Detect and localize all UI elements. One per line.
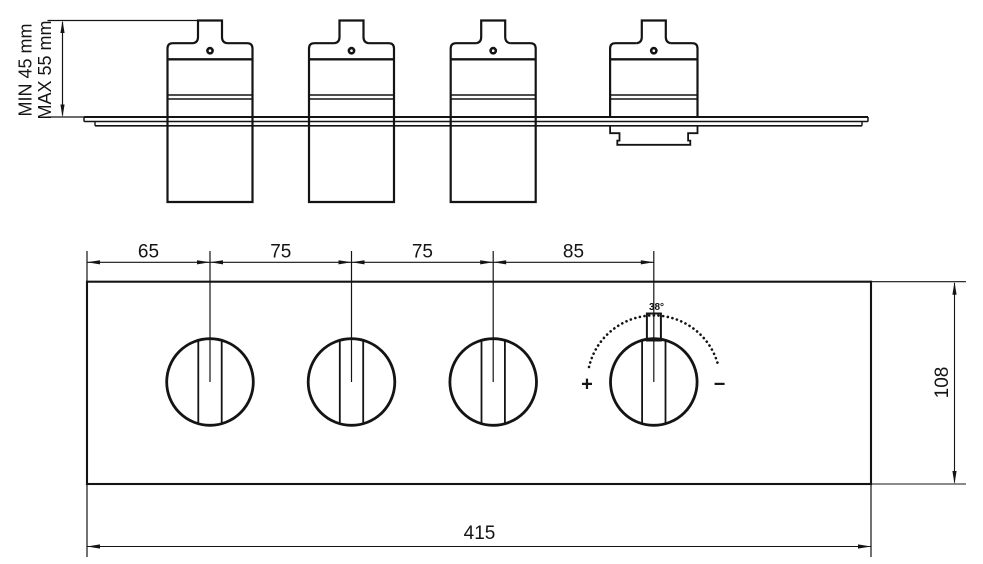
dim-label-75b: 75 <box>412 242 433 263</box>
dim-label-108: 108 <box>932 367 953 399</box>
panel-outline <box>85 280 873 486</box>
cartridge-stem <box>636 19 672 45</box>
cartridge-body <box>449 42 537 204</box>
cartridge-stem <box>192 19 228 45</box>
side-view: MIN 45 mm MAX 55 mm <box>16 19 869 204</box>
knob-3 <box>448 337 538 427</box>
width-dimension: 415 <box>86 484 872 557</box>
wall-plate <box>83 116 869 127</box>
cartridge-body <box>307 42 396 204</box>
arrow-down-icon <box>952 471 957 484</box>
arrow-right-icon <box>640 260 654 265</box>
screw-center <box>350 49 353 52</box>
arrow-right-icon <box>858 544 871 549</box>
plus-label: + <box>581 374 593 396</box>
height-dimension: 108 <box>871 281 966 485</box>
arrow-left-icon <box>87 544 100 549</box>
knob-circle <box>306 337 397 427</box>
dim-label-75a: 75 <box>270 242 291 263</box>
arrow-left-icon <box>351 260 365 265</box>
knob-circle <box>165 337 255 427</box>
arrow-left-icon <box>493 260 507 265</box>
arrow-left-icon <box>210 260 223 265</box>
knob-1 <box>165 337 255 427</box>
dim-label-65: 65 <box>138 242 159 263</box>
arrow-right-icon <box>338 260 352 265</box>
screw-center <box>491 49 495 52</box>
cartridge-1 <box>166 19 254 204</box>
cartridge-body <box>609 42 699 118</box>
screw-center <box>652 49 656 52</box>
dim-label-85: 85 <box>563 242 584 263</box>
front-view: 65 75 75 85 38 <box>85 242 966 557</box>
knob-circle <box>609 337 699 427</box>
arrow-right-icon <box>197 260 210 265</box>
cartridge-4-thermostatic <box>609 19 699 146</box>
arrow-down-icon <box>60 104 65 117</box>
cartridge-3 <box>449 19 537 204</box>
temperature-label: 38° <box>649 302 664 313</box>
arrow-right-icon <box>480 260 494 265</box>
knob-2 <box>306 337 397 427</box>
cartridge-stem <box>475 19 511 45</box>
arrow-up-icon <box>952 281 957 295</box>
cartridge-2 <box>307 19 396 204</box>
screw-center <box>208 49 212 52</box>
arrow-up-icon <box>60 20 65 33</box>
depth-max-label: MAX 55 mm <box>35 20 55 119</box>
knob-circle <box>448 337 538 427</box>
cartridge-body <box>166 42 254 204</box>
cartridge-flange <box>609 125 699 146</box>
minus-label: − <box>714 374 726 396</box>
temperature-range-arc <box>587 314 720 369</box>
arrow-left-icon <box>87 260 100 265</box>
temperature-pointer-tab <box>645 312 662 342</box>
depth-dimension: MIN 45 mm MAX 55 mm <box>16 19 198 120</box>
temperature-knob: 38° + − <box>581 302 726 427</box>
spacing-dimension: 65 75 75 85 <box>86 242 655 382</box>
dim-label-415: 415 <box>464 523 496 544</box>
depth-min-label: MIN 45 mm <box>16 23 36 116</box>
cartridge-stem <box>334 19 369 45</box>
